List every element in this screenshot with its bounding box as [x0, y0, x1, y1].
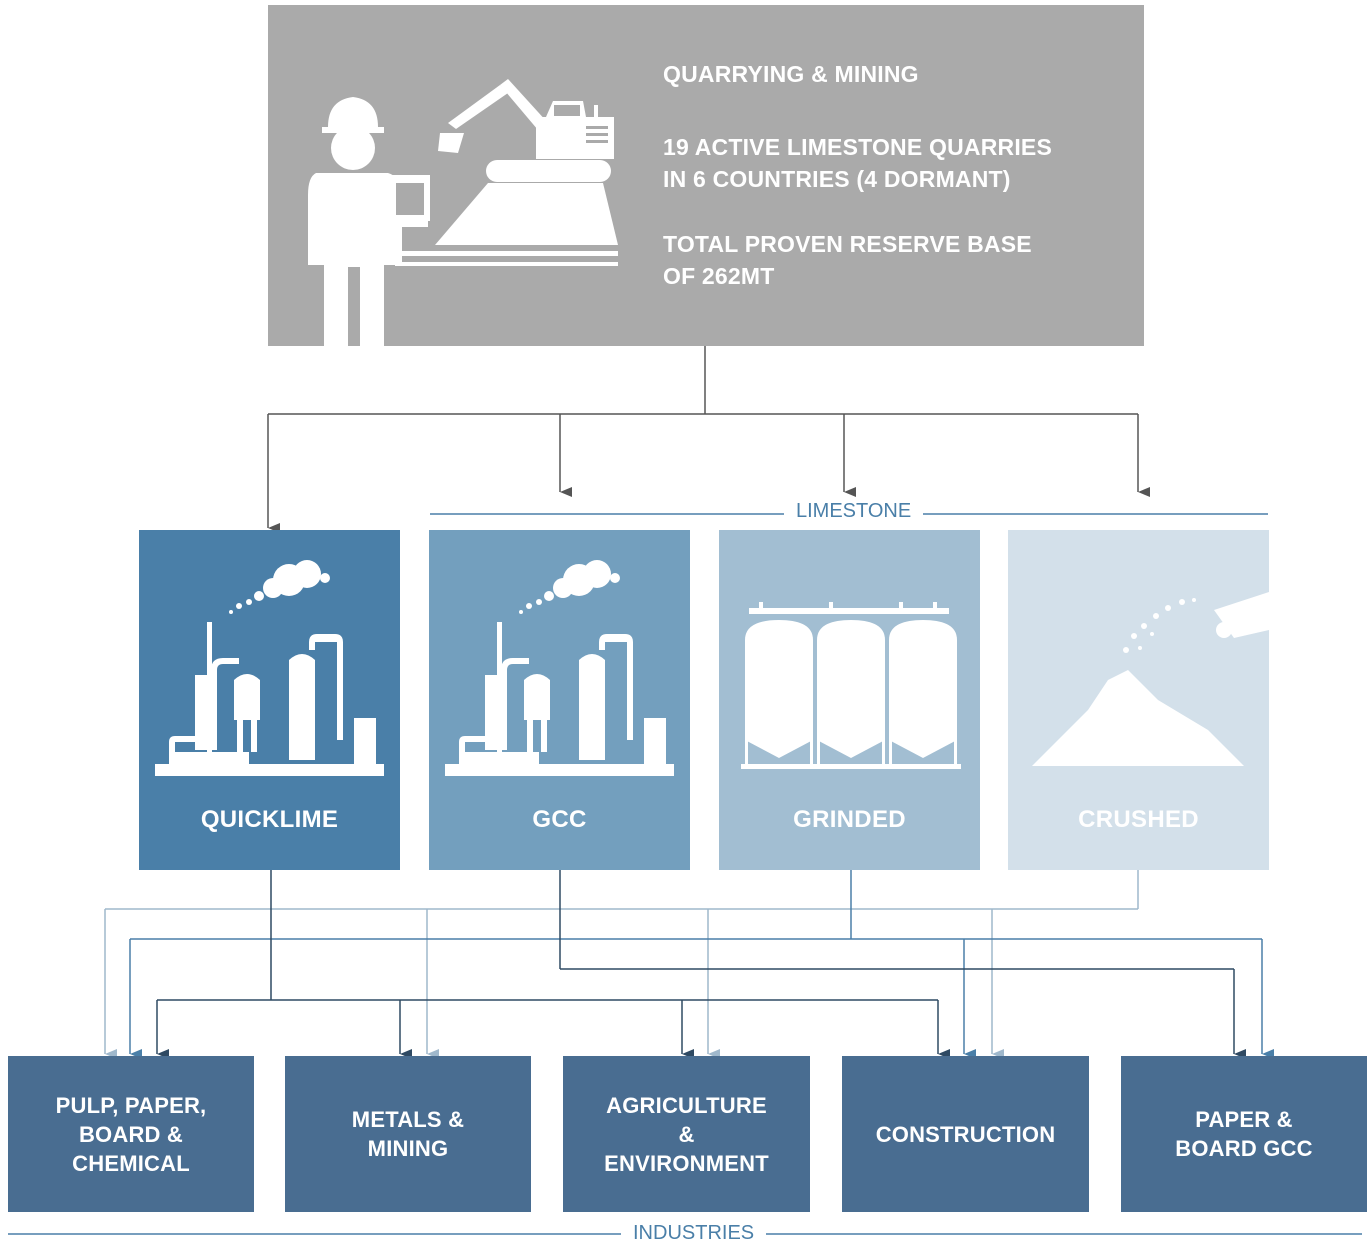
- industry-label-line: PULP, PAPER,: [55, 1092, 207, 1118]
- industry-label: PULP, PAPER, BOARD & CHEMICAL: [56, 1091, 207, 1178]
- source-title: QUARRYING & MINING: [663, 61, 919, 87]
- product-label-grinded: GRINDED: [793, 806, 906, 833]
- industry-label: METALS & MINING: [352, 1105, 464, 1163]
- industry-label-line: &: [678, 1121, 695, 1147]
- reserve-stat-line2: OF 262MT: [663, 263, 775, 289]
- industry-label: PAPER & BOARD GCC: [1175, 1105, 1312, 1163]
- industry-label-line: BOARD &: [78, 1121, 184, 1147]
- limestone-label: LIMESTONE: [784, 500, 924, 523]
- industry-label: CONSTRUCTION: [875, 1121, 1056, 1147]
- quarrying-mining-box: [268, 5, 1144, 346]
- industry-label-line: MINING: [367, 1136, 449, 1161]
- quarries-stat: 19 ACTIVE LIMESTONE QUARRIES IN 6 COUNTR…: [663, 131, 1052, 195]
- quarries-stat-line1: 19 ACTIVE LIMESTONE QUARRIES: [663, 134, 1052, 160]
- factory-icon: [155, 560, 384, 776]
- product-label-gcc: GCC: [532, 806, 587, 833]
- product-label-crushed: CRUSHED: [1078, 806, 1199, 833]
- industry-metals-mining: METALS & MINING: [285, 1056, 531, 1212]
- reserve-stat: TOTAL PROVEN RESERVE BASE OF 262MT: [663, 228, 1032, 292]
- crushed-connectors: [104, 870, 1139, 1059]
- factory-icon: [445, 560, 674, 776]
- industry-agriculture-environment: AGRICULTURE & ENVIRONMENT: [563, 1056, 810, 1212]
- silo-icon: [741, 602, 961, 769]
- product-crushed: CRUSHED: [1008, 530, 1269, 870]
- grinded-connectors: [129, 870, 1274, 1059]
- industry-label-line: METALS &: [351, 1107, 465, 1132]
- quarries-stat-line2: IN 6 COUNTRIES (4 DORMANT): [663, 166, 1011, 192]
- industry-construction: CONSTRUCTION: [842, 1056, 1089, 1212]
- industries-label: INDUSTRIES: [621, 1222, 767, 1245]
- industry-pulp-paper-board-chemical: PULP, PAPER, BOARD & CHEMICAL: [8, 1056, 254, 1212]
- product-gcc: GCC: [429, 530, 690, 870]
- reserve-stat-line1: TOTAL PROVEN RESERVE BASE: [663, 231, 1032, 257]
- industry-label-line: AGRICULTURE: [606, 1092, 767, 1118]
- industry-paper-board-gcc: PAPER & BOARD GCC: [1121, 1056, 1367, 1212]
- product-quicklime: QUICKLIME: [139, 530, 400, 870]
- gcc-connectors: [559, 870, 1246, 1059]
- stockpile-icon: [1032, 592, 1269, 766]
- worker-excavator-icon: [308, 79, 618, 346]
- industry-label-line: CHEMICAL: [72, 1150, 190, 1176]
- product-label-quicklime: QUICKLIME: [200, 806, 339, 833]
- industry-label: AGRICULTURE & ENVIRONMENT: [604, 1091, 769, 1178]
- industry-label-line: BOARD GCC: [1175, 1136, 1313, 1161]
- quicklime-connectors: [156, 870, 950, 1059]
- industry-label-line: PAPER &: [1195, 1107, 1293, 1132]
- product-grinded: GRINDED: [719, 530, 980, 870]
- industry-label-line: ENVIRONMENT: [604, 1150, 769, 1176]
